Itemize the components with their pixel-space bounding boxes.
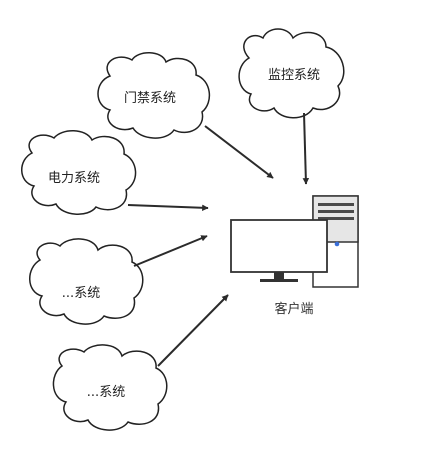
arrow-access-to-client	[204, 125, 274, 179]
cloud-access-system: 门禁系统	[97, 52, 211, 139]
tower-slot-1	[318, 203, 354, 206]
cloud-other-system-1: ...系统	[29, 238, 144, 325]
arrow-monitor-to-client	[302, 112, 310, 185]
cloud-other-system-2: ...系统	[52, 344, 168, 431]
computer-icon	[230, 195, 359, 288]
client-label: 客户端	[274, 301, 313, 317]
cloud-label-power: 电力系统	[48, 171, 100, 186]
cloud-label-monitor: 监控系统	[268, 68, 320, 83]
cloud-label-other-1: ...系统	[62, 286, 100, 301]
cloud-monitor-system: 监控系统	[238, 28, 345, 119]
monitor-neck	[274, 272, 284, 279]
cloud-label-other-2: ...系统	[87, 385, 125, 400]
power-led-icon	[334, 241, 340, 247]
tower-slot-2	[318, 210, 354, 213]
cloud-label-access: 门禁系统	[124, 91, 176, 106]
monitor-stand	[260, 279, 298, 282]
monitor-screen	[230, 219, 328, 273]
cloud-power-system: 电力系统	[21, 130, 137, 215]
arrow-power-to-client	[127, 204, 209, 212]
tower-slot-3	[318, 217, 354, 220]
arrow-other2-to-client	[157, 294, 229, 367]
arrow-other1-to-client	[133, 235, 208, 267]
